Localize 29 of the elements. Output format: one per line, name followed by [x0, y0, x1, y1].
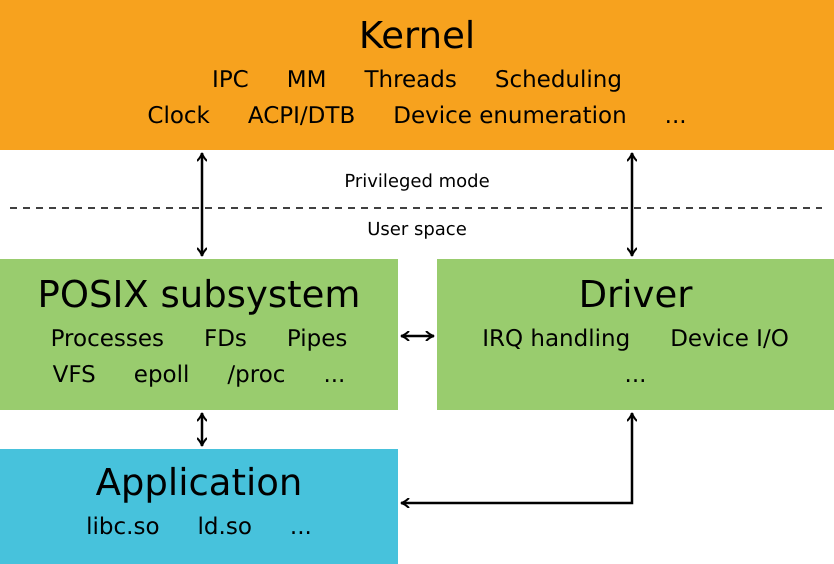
box-title: Driver	[578, 273, 692, 317]
box-title: Application	[96, 461, 302, 505]
driver-box	[437, 259, 834, 410]
application-box	[0, 449, 398, 564]
item-label: ld.so	[198, 513, 252, 542]
item-label: libc.so	[86, 513, 160, 542]
item-label: IRQ handling	[482, 325, 630, 354]
item-label: ...	[664, 102, 687, 131]
item-label: Device enumeration	[393, 102, 627, 131]
item-label: ...	[323, 361, 346, 390]
kernel-box	[0, 0, 834, 150]
subsystem-box	[0, 259, 398, 410]
item-label: Processes	[50, 325, 164, 354]
item-label: Pipes	[286, 325, 348, 354]
item-label: Scheduling	[494, 66, 622, 95]
item-label: /proc	[227, 361, 286, 390]
item-label: ...	[290, 513, 312, 542]
item-label: IPC	[212, 66, 249, 95]
item-label: epoll	[134, 361, 190, 390]
box-title: POSIX subsystem	[38, 273, 360, 317]
item-label: FDs	[204, 325, 247, 354]
item-label: Threads	[364, 66, 457, 95]
item-label: Device I/O	[670, 325, 789, 354]
item-label: VFS	[52, 361, 96, 390]
item-label: ACPI/DTB	[248, 102, 356, 131]
item-label: MM	[286, 66, 326, 95]
item-label: ...	[624, 361, 646, 390]
item-label: Clock	[147, 102, 210, 131]
box-title: Kernel	[358, 14, 476, 58]
